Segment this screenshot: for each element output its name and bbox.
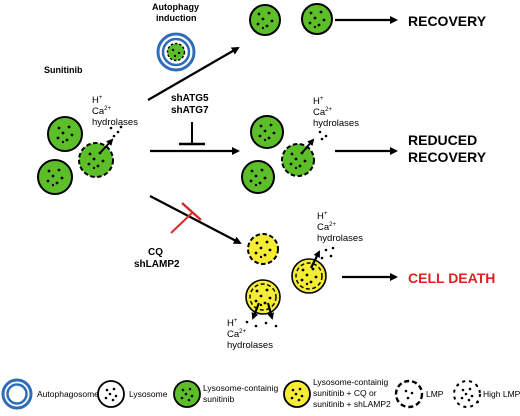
- leak-arrow: [99, 138, 114, 154]
- legend-lysosome-sunitinib-icon: [173, 380, 201, 408]
- svg-text:hydrolases: hydrolases: [92, 117, 138, 128]
- legend-lysosome-label: Lysosome: [129, 389, 168, 399]
- leak-arrow: [301, 138, 315, 154]
- yellow-lysosome-icon: [247, 233, 279, 265]
- leaked-particles: [245, 320, 278, 328]
- yellow-high-lmp-lysosome-icon: [291, 258, 327, 294]
- arrow-to-cell-death: [149, 195, 242, 244]
- svg-text:Ca2+: Ca2+: [317, 222, 336, 233]
- autophagy-induction-label-1: Autophagy: [152, 2, 199, 12]
- sunitinib-label: Sunitinib: [44, 65, 83, 75]
- inhibitor-shlamp2: shLAMP2: [134, 259, 180, 270]
- svg-text:hydrolases: hydrolases: [227, 340, 273, 351]
- legend-autophagosome-icon: [1, 378, 33, 410]
- green-lysosome-icon: [301, 3, 333, 35]
- green-lysosome-icon: [47, 116, 83, 152]
- legend-autophagosome-label: Autophagosome: [37, 389, 99, 399]
- legend-lysosome-sunitinib-cq-label: sunitinib + CQ or: [313, 388, 377, 398]
- leak-arrow: [310, 250, 320, 269]
- svg-text:H+: H+: [227, 318, 238, 329]
- inhibit-cq-bar: [181, 202, 202, 221]
- green-lmp-lysosome-icon: [78, 142, 114, 178]
- green-lmp-lysosome-icon: [281, 143, 315, 177]
- leaked-particles: [109, 125, 123, 138]
- ion-label-reduced: H+ Ca2+ hydrolases: [313, 96, 359, 129]
- legend-lysosome-sunitinib-cq-label: Lysosome-containig: [313, 377, 389, 387]
- legend: Autophagosome Lysosome Lysosome-containi…: [1, 377, 520, 410]
- legend-lysosome-sunitinib-cq-label: sunitinib + shLAMP2: [313, 399, 391, 409]
- legend-lmp-icon: [394, 379, 424, 409]
- green-lysosome-icon: [37, 159, 73, 195]
- yellow-high-lmp-lysosome-icon: [245, 279, 281, 315]
- ion-label-yellow-bottom: H+ Ca2+ hydrolases: [227, 318, 273, 351]
- outcome-reduced-2: RECOVERY: [408, 149, 487, 165]
- svg-text:Ca2+: Ca2+: [92, 106, 111, 117]
- legend-high-lmp-label: High LMP: [483, 389, 520, 399]
- legend-lysosome-icon: [97, 380, 125, 408]
- legend-lysosome-sunitinib-cq-icon: [283, 380, 311, 408]
- legend-high-lmp-icon: [453, 380, 481, 408]
- svg-text:hydrolases: hydrolases: [317, 233, 363, 244]
- outcome-recovery: RECOVERY: [408, 13, 487, 29]
- green-lysosome-icon: [249, 4, 281, 36]
- svg-text:H+: H+: [317, 211, 328, 222]
- leaked-particles: [320, 246, 335, 260]
- inhibitor-shatg7: shATG7: [171, 105, 209, 116]
- svg-text:H+: H+: [92, 95, 103, 106]
- legend-lmp-label: LMP: [426, 389, 444, 399]
- outcome-reduced-1: REDUCED: [408, 132, 477, 148]
- inhibit-cq-stem: [170, 211, 194, 234]
- outcome-cell-death: CELL DEATH: [408, 270, 495, 286]
- svg-text:Ca2+: Ca2+: [227, 329, 246, 340]
- inhibitor-shatg5: shATG5: [171, 93, 209, 104]
- svg-text:Ca2+: Ca2+: [313, 107, 332, 118]
- leak-arrow: [266, 302, 275, 320]
- leak-arrow: [251, 302, 261, 320]
- green-lysosome-icon: [241, 160, 275, 194]
- ion-label-yellow-top: H+ Ca2+ hydrolases: [317, 211, 363, 244]
- legend-lysosome-sunitinib-label: sunitinib: [203, 394, 234, 404]
- green-lysosome-icon: [250, 115, 284, 149]
- arrow-to-autophagy: [147, 46, 240, 101]
- svg-text:H+: H+: [313, 96, 324, 107]
- ion-label-left: H+ Ca2+ hydrolases: [92, 95, 138, 128]
- legend-lysosome-sunitinib-label: Lysosome-containig: [203, 383, 279, 393]
- autophagosome-icon: [156, 32, 196, 72]
- inhibitor-cq: CQ: [148, 247, 163, 258]
- autophagy-induction-label-2: induction: [156, 13, 197, 23]
- leaked-particles: [318, 130, 328, 141]
- svg-text:hydrolases: hydrolases: [313, 118, 359, 129]
